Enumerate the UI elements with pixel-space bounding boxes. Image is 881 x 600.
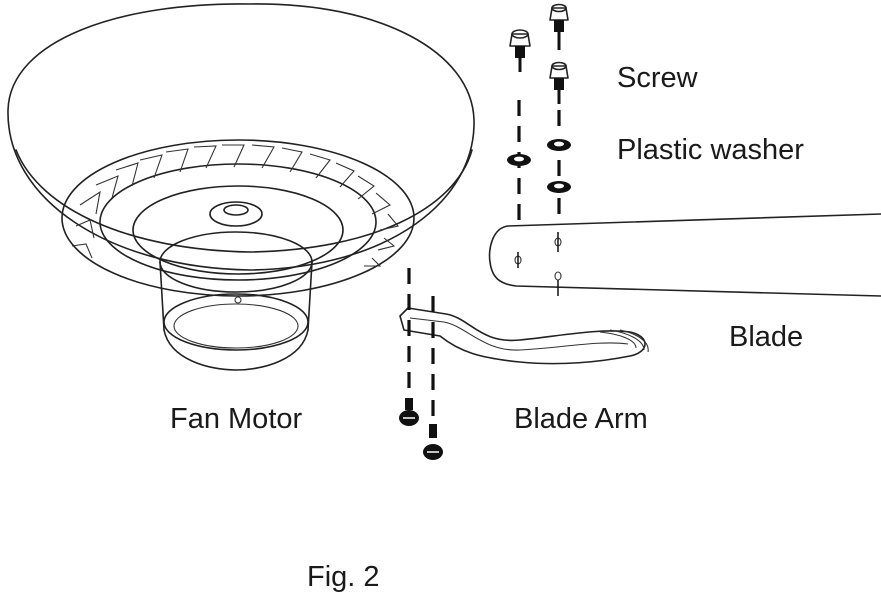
top-screws: [509, 3, 569, 104]
bottom-screws: [399, 398, 443, 460]
washer-icon: [547, 139, 571, 151]
plastic-washer-label: Plastic washer: [617, 134, 804, 166]
screw-icon: [423, 424, 443, 460]
screw-icon: [549, 61, 569, 104]
washer-icon: [547, 181, 571, 193]
blade: [488, 213, 881, 297]
vent-fins: [71, 144, 400, 267]
screw-icon: [549, 3, 569, 50]
screw-icon: [509, 29, 531, 72]
fan-motor: [7, 3, 475, 371]
screw-label: Screw: [617, 62, 698, 94]
figure-caption: Fig. 2: [307, 561, 380, 593]
washer-icon: [507, 154, 531, 166]
blade-arm-label: Blade Arm: [514, 403, 648, 435]
fan-motor-label: Fan Motor: [170, 403, 303, 435]
plastic-washers: [507, 139, 571, 193]
blade-arm: [399, 307, 649, 365]
blade-label: Blade: [729, 321, 804, 353]
screw-icon: [399, 398, 419, 426]
